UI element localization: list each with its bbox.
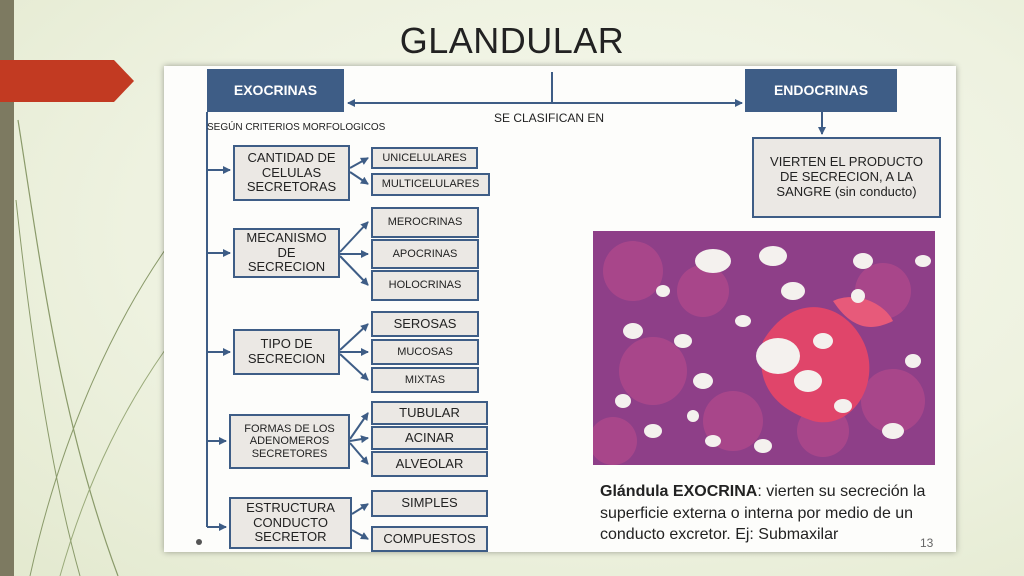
item-unicelulares: UNICELULARES	[371, 147, 478, 169]
item-alveolar: ALVEOLAR	[371, 451, 488, 477]
endocrinas-box: ENDOCRINAS	[745, 69, 897, 112]
item-simples: SIMPLES	[371, 490, 488, 517]
category-formas: FORMAS DE LOS ADENOMEROS SECRETORES	[229, 414, 350, 469]
side-bar-decoration	[0, 0, 14, 576]
category-cantidad: CANTIDAD DE CELULAS SECRETORAS	[233, 145, 350, 201]
item-multicelulares: MULTICELULARES	[371, 173, 490, 196]
item-tubular: TUBULAR	[371, 401, 488, 425]
item-merocrinas: MEROCRINAS	[371, 207, 479, 238]
exocrine-gland-micrograph	[593, 231, 935, 465]
slide-title: GLANDULAR	[399, 20, 625, 61]
item-compuestos: COMPUESTOS	[371, 526, 488, 552]
item-mucosas: MUCOSAS	[371, 339, 479, 365]
bullet-dot	[196, 539, 202, 545]
item-mixtas: MIXTAS	[371, 367, 479, 393]
accent-arrow-tab	[0, 60, 134, 102]
page-number: 13	[920, 536, 934, 550]
gland-caption: Glándula EXOCRINA: vierten su secreción …	[600, 481, 960, 546]
item-acinar: ACINAR	[371, 426, 488, 450]
item-apocrinas: APOCRINAS	[371, 239, 479, 269]
item-holocrinas: HOLOCRINAS	[371, 270, 479, 301]
se-clasifican-label: SE CLASIFICAN EN	[494, 111, 605, 125]
caption-bold: Glándula EXOCRINA	[600, 483, 758, 500]
criterios-label: SEGÚN CRITERIOS MORFOLOGICOS	[207, 122, 386, 133]
category-mecanismo: MECANISMO DE SECRECION	[233, 228, 340, 278]
exocrinas-box: EXOCRINAS	[207, 69, 344, 112]
caption-text: : vierten su secreción la superficie ext…	[600, 483, 926, 544]
item-serosas: SEROSAS	[371, 311, 479, 337]
category-estructura: ESTRUCTURA CONDUCTO SECRETOR	[229, 497, 352, 549]
endocrine-description-box: VIERTEN EL PRODUCTO DE SECRECION, A LA S…	[752, 137, 941, 218]
category-tipo: TIPO DE SECRECION	[233, 329, 340, 375]
